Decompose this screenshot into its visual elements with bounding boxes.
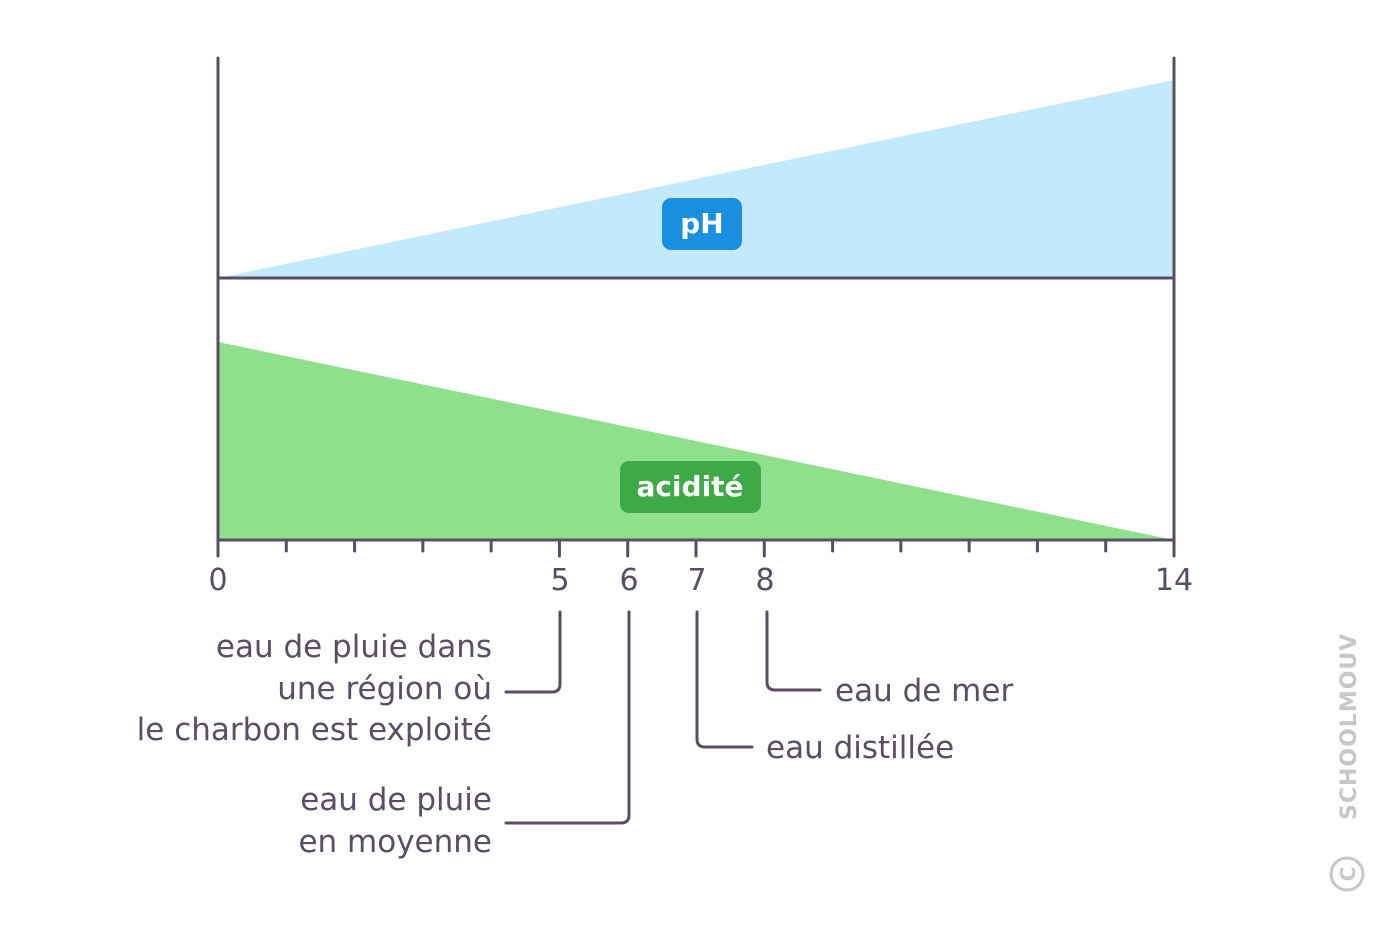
tick-label-14: 14 [1155, 563, 1193, 598]
leader-line-ph7 [695, 610, 754, 749]
copyright-icon: C [1329, 856, 1365, 892]
axis-ticks [216, 538, 1176, 558]
acidity-area [218, 342, 1174, 540]
leader-line-ph8 [765, 610, 822, 692]
leader-line-ph6 [504, 610, 631, 825]
callout-ph6-line1: eau de pluie [300, 782, 492, 818]
copyright-symbol: C [1336, 867, 1360, 882]
tick-label-6: 6 [619, 563, 638, 598]
acidity-badge: acidité [620, 461, 761, 513]
tick-label-8: 8 [755, 563, 774, 598]
tick-label-7: 7 [687, 563, 706, 598]
callout-ph5-line2: une région où [277, 671, 492, 707]
callout-ph6-line2: en moyenne [298, 824, 492, 860]
ph-badge: pH [662, 198, 742, 250]
ph-area [218, 80, 1174, 278]
callout-ph7: eau distillée [766, 730, 954, 766]
schoolmouv-watermark: SCHOOLMOUV [1337, 633, 1362, 820]
callout-ph5-line3: le charbon est exploité [137, 712, 492, 748]
ph-badge-label: pH [680, 207, 723, 240]
acidity-badge-label: acidité [636, 470, 743, 503]
leader-line-ph5 [504, 610, 562, 694]
tick-label-5: 5 [550, 563, 569, 598]
callout-ph5-line1: eau de pluie dans [216, 629, 492, 665]
callout-ph8: eau de mer [835, 673, 1013, 709]
tick-label-0: 0 [208, 563, 227, 598]
watermark-text: SCHOOLMOUV [1337, 633, 1362, 820]
